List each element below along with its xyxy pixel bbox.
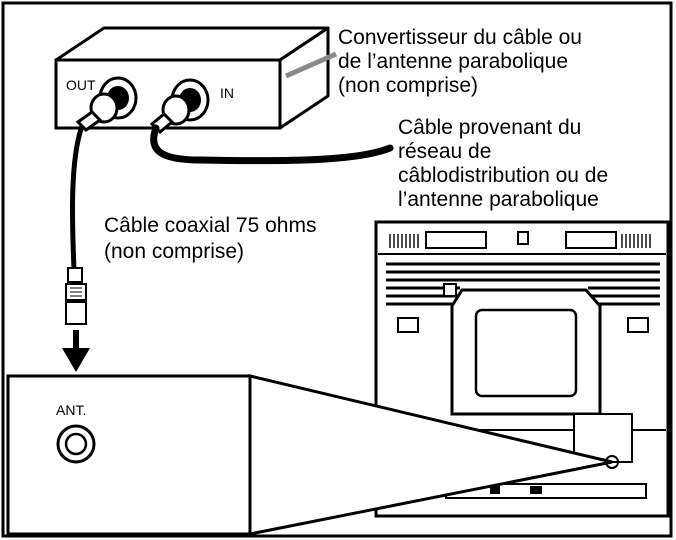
ant-jack	[56, 424, 96, 464]
converter-label-line: Convertisseur du câble ou	[338, 26, 582, 49]
converter-label: Convertisseur du câble ou de l’antenne p…	[338, 26, 588, 97]
incoming-cable-label-line: Câble provenant du	[398, 116, 581, 139]
incoming-cable-label-line: l’antenne parabolique	[398, 188, 599, 211]
coax-label: Câble coaxial 75 ohms (non comprise)	[104, 214, 322, 263]
enlarged-panel	[6, 374, 252, 536]
incoming-cable-label: Câble provenant du réseau de câblodistri…	[398, 116, 614, 211]
incoming-cable-label-line: câblodistribution ou de	[398, 164, 608, 187]
coax-cable	[69, 125, 85, 271]
incoming-cable	[150, 124, 394, 165]
coax-label-line: (non comprise)	[104, 240, 244, 263]
coax-plug	[65, 267, 87, 325]
out-port-label: OUT	[66, 77, 96, 93]
converter-label-line: (non comprise)	[338, 74, 478, 97]
incoming-cable-label-line: réseau de	[398, 140, 491, 163]
converter-leader-line	[284, 51, 338, 79]
in-port-label: IN	[220, 85, 234, 101]
coax-label-line: Câble coaxial 75 ohms	[104, 214, 316, 237]
out-connector	[75, 76, 138, 132]
converter-label-line: de l’antenne parabolique	[338, 50, 568, 73]
down-arrow	[62, 330, 90, 372]
ant-port-label: ANT.	[56, 402, 86, 418]
in-connector	[149, 78, 210, 135]
